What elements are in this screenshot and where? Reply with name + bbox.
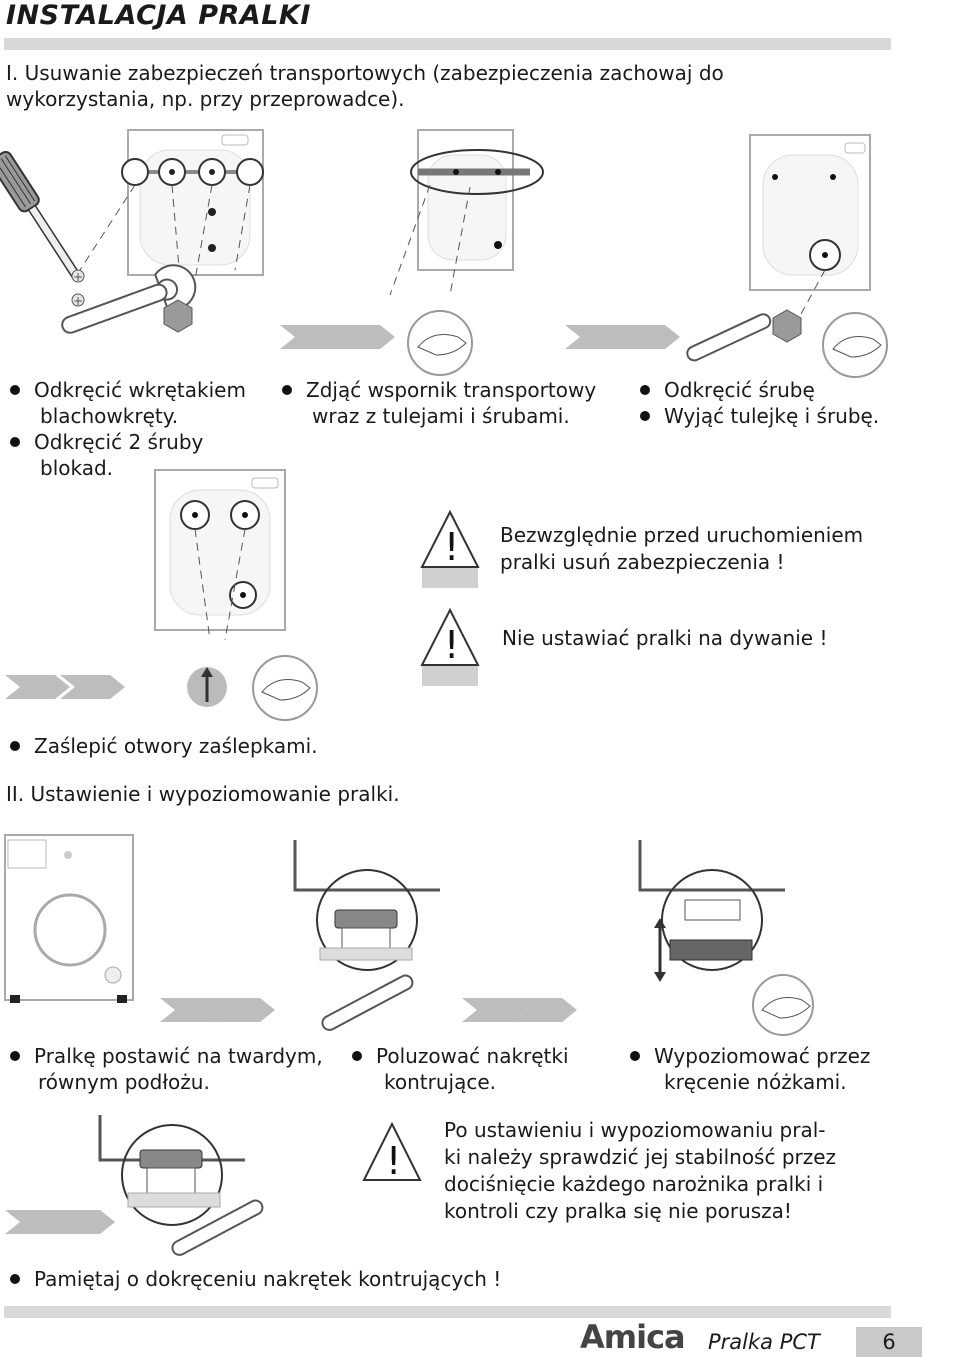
tighten-illustration [5,1115,264,1256]
step2-line2: wraz z tulejami i śrubami. [312,404,570,428]
svg-text:+: + [73,294,83,308]
warning-icons: ! ! [420,509,480,686]
arrow-icon [280,325,345,349]
reminder: Pamiętaj o dokręceniu nakrętek kontrując… [10,1266,501,1292]
section1-heading-line1: I. Usuwanie zabezpieczeń transportowych … [6,61,724,85]
warning-carpet: Nie ustawiać pralki na dywanie ! [502,626,828,650]
svg-text:!: ! [444,525,459,569]
warning-remove-locks: Bezwzględnie przed uruchomieniem pralki … [500,522,863,576]
step3-line2: Wyjąć tulejkę i śrubę. [664,404,880,428]
bullet-icon [10,436,20,447]
bracket-illustration [280,129,544,376]
page-title: INSTALACJA PRALKI [6,0,311,31]
plug-instruction-text: Zaślepić otwory zaślepkami. [34,734,318,758]
bullet-icon [10,1050,20,1061]
bullet-icon [282,384,292,395]
step2-instructions: Zdjąć wspornik transportowy wraz z tulej… [282,377,596,429]
model-name: Pralka PCT [708,1330,820,1354]
page-number: 6 [856,1327,922,1357]
place-line1: Pralkę postawić na twardym, [34,1044,323,1068]
warning1-line1: Bezwzględnie przed uruchomieniem [500,523,864,547]
step1-instructions: Odkręcić wkrętakiem blachowkręty. Odkręc… [10,377,246,481]
step1-line3: Odkręcić 2 śruby [34,430,204,454]
warning-triangle-icon [420,509,480,568]
svg-text:!: ! [444,623,459,667]
stability-note: Po ustawieniu i wypoziomowaniu pral- ki … [444,1117,836,1225]
section1-heading-line2: wykorzystania, np. przy przeprowadce). [6,87,405,111]
loosen-line2: kontrujące. [384,1070,496,1094]
svg-text:+: + [73,270,83,284]
bolt-removal-illustration [565,134,888,378]
bullet-icon [10,740,20,751]
bullet-icon [10,384,20,395]
bullet-icon [352,1050,362,1061]
plug-illustration [5,469,318,721]
svg-text:!: ! [386,1139,401,1183]
place-line2: równym podłożu. [38,1070,210,1094]
note-line3: dociśnięcie każdego narożnika pralki i [444,1172,824,1196]
step1-line2: blachowkręty. [40,404,179,428]
screwdriver-illustration: + + [0,129,264,334]
footer-rule [4,1306,891,1318]
bullet-icon [10,1273,20,1284]
step1-line1: Odkręcić wkrętakiem [34,378,246,402]
note-line4: kontroli czy pralka się nie porusza! [444,1199,792,1223]
brand-logo: Amica [580,1318,686,1356]
section1-heading: I. Usuwanie zabezpieczeń transportowych … [6,60,724,112]
header-rule [4,38,891,50]
place-instructions: Pralkę postawić na twardym, równym podło… [10,1043,323,1095]
plug-instruction: Zaślepić otwory zaślepkami. [10,733,318,759]
loosen-line1: Poluzować nakrętki [376,1044,569,1068]
step3-line1: Odkręcić śrubę [664,378,815,402]
step2-line1: Zdjąć wspornik transportowy [306,378,597,402]
warning-triangle-icon: ! [362,1121,422,1183]
level-instructions: Wypoziomować przez kręcenie nóżkami. [630,1043,870,1095]
bullet-icon [630,1050,640,1061]
section2-heading: II. Ustawienie i wypoziomowanie pralki. [6,782,400,806]
note-line2: ki należy sprawdzić jej stabilność przez [444,1145,837,1169]
warning1-line2: pralki usuń zabezpieczenia ! [500,550,785,574]
level-line2: kręcenie nóżkami. [664,1070,847,1094]
bullet-icon [640,384,650,395]
loosen-instructions: Poluzować nakrętki kontrujące. [352,1043,569,1095]
note-line1: Po ustawieniu i wypoziomowaniu pral- [444,1118,826,1142]
bullet-icon [640,410,650,421]
step3-instructions: Odkręcić śrubę Wyjąć tulejkę i śrubę. [640,377,879,429]
reminder-text: Pamiętaj o dokręceniu nakrętek kontrując… [34,1267,502,1291]
step1-line4: blokad. [40,456,114,480]
leveling-illustrations [4,834,814,1036]
level-line1: Wypoziomować przez [654,1044,871,1068]
